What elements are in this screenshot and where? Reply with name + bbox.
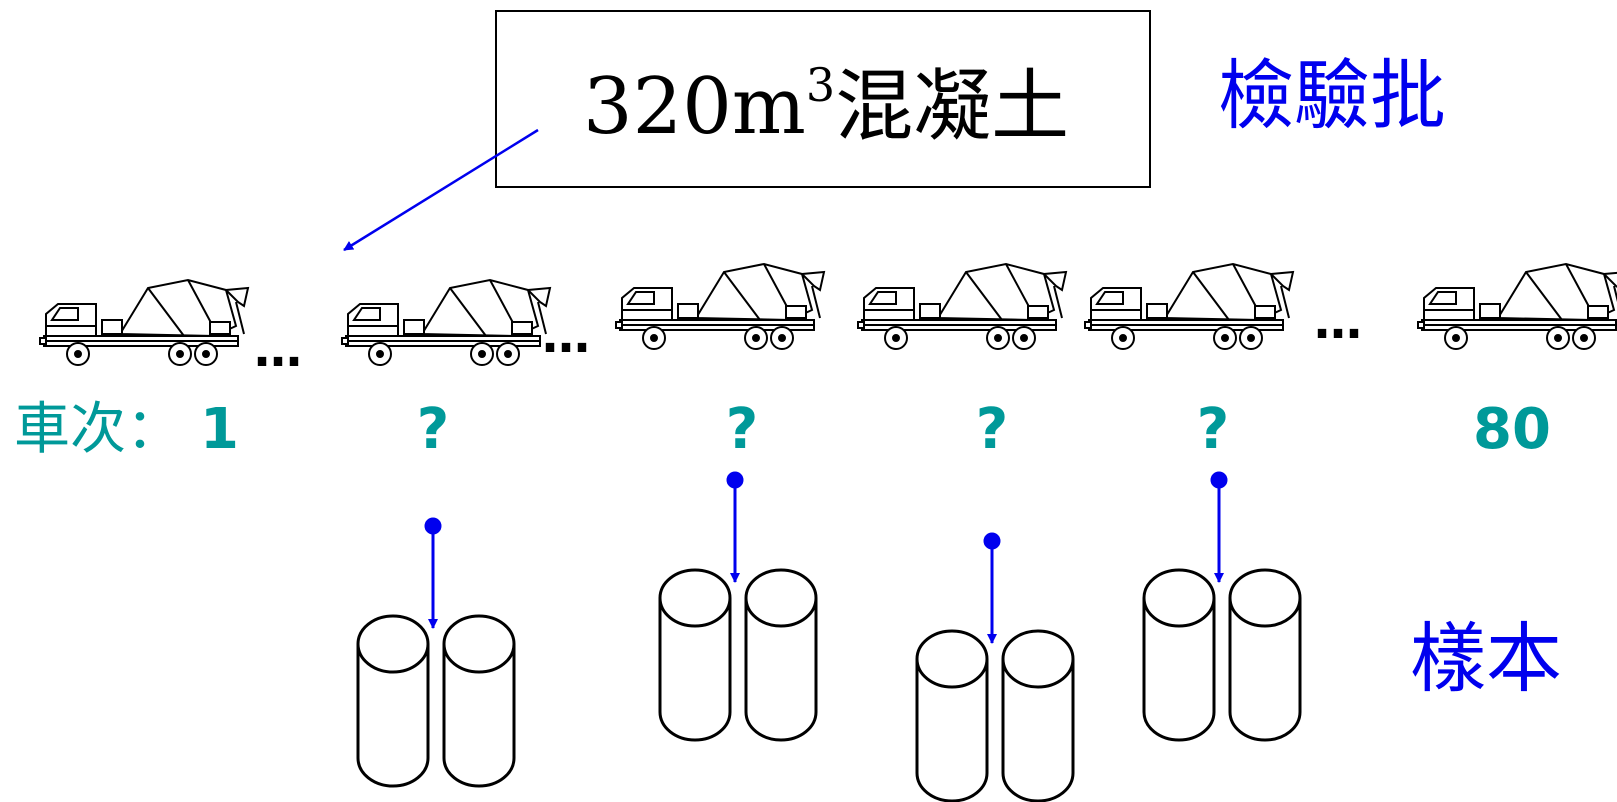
sample-label: 樣本 bbox=[1410, 614, 1562, 703]
sample-cylinders-1 bbox=[356, 614, 516, 788]
sample-cylinders-3 bbox=[915, 629, 1075, 802]
truck-label-1: 1 bbox=[200, 397, 239, 462]
batch-label: 檢驗批 bbox=[1218, 51, 1446, 140]
ellipsis-2: … bbox=[542, 308, 590, 364]
truck-label-5: ? bbox=[1197, 397, 1229, 462]
mixer-truck-6 bbox=[1417, 263, 1617, 350]
truck-label-3: ? bbox=[726, 397, 758, 462]
sample-cylinders-2 bbox=[658, 568, 818, 742]
ellipsis-1: … bbox=[254, 322, 302, 378]
mixer-truck-1 bbox=[39, 279, 249, 366]
truck-label-prefix: 車次： bbox=[14, 397, 182, 462]
truck-label-2: ? bbox=[417, 397, 449, 462]
batch-box-title: 320m3混凝土 bbox=[583, 58, 1069, 152]
batch-box bbox=[495, 10, 1151, 188]
ellipsis-3: … bbox=[1314, 294, 1362, 350]
truck-label-6: 80 bbox=[1473, 397, 1551, 462]
mixer-truck-5 bbox=[1084, 263, 1294, 350]
mixer-truck-3 bbox=[615, 263, 825, 350]
batch-arrow bbox=[343, 128, 539, 252]
mixer-truck-2 bbox=[341, 279, 551, 366]
truck-label-4: ? bbox=[976, 397, 1008, 462]
sample-cylinders-4 bbox=[1142, 568, 1302, 742]
mixer-truck-4 bbox=[857, 263, 1067, 350]
sampling-arrows bbox=[424, 471, 1228, 644]
